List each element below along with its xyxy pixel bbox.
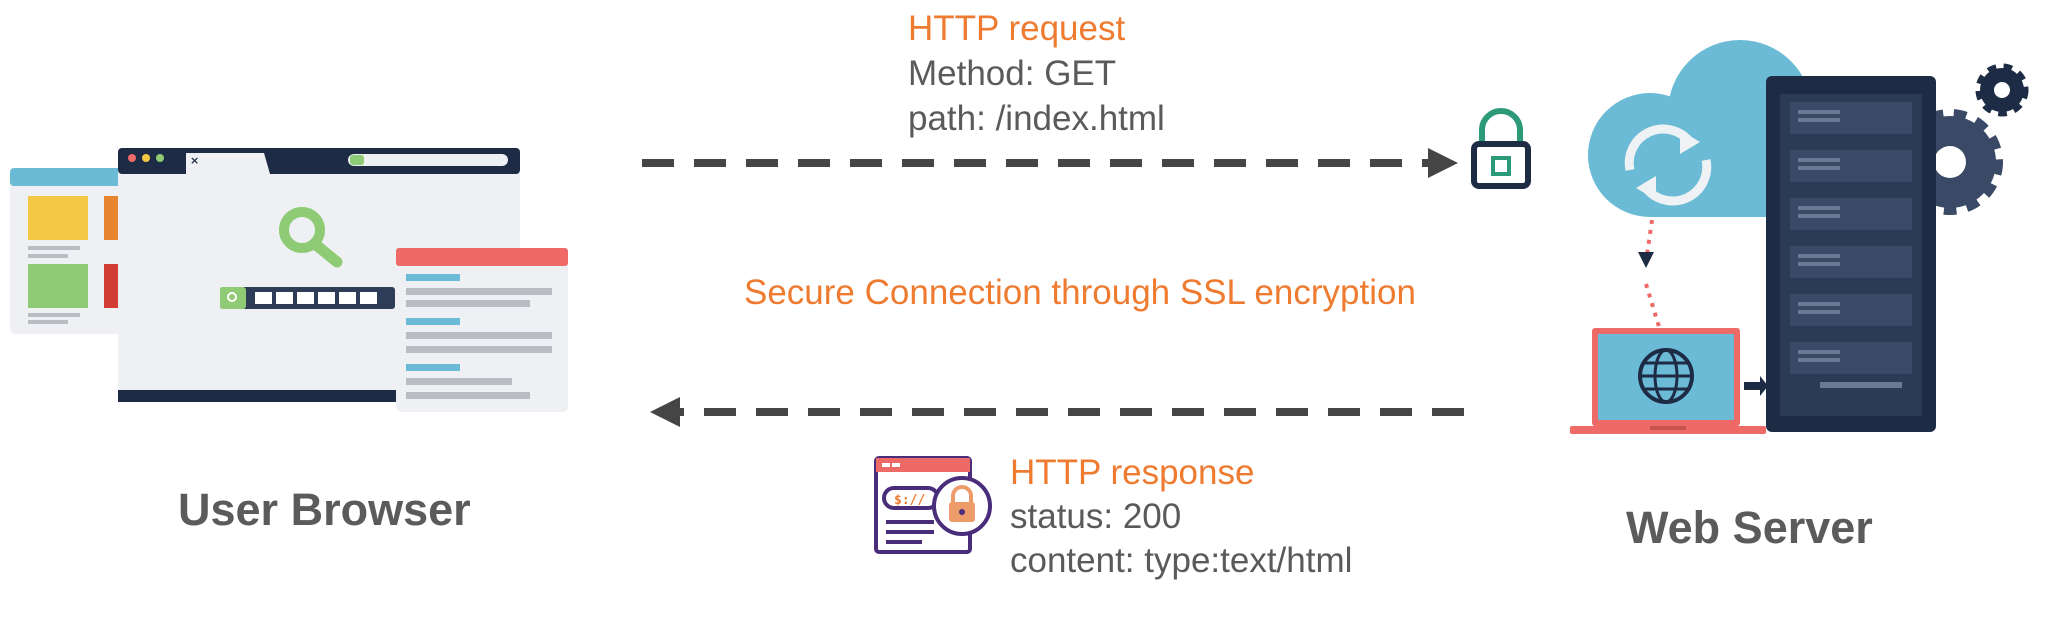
secure-document-icon: $://	[874, 456, 992, 554]
svg-text:$://: $://	[894, 493, 925, 508]
padlock-icon	[1471, 108, 1531, 189]
svg-text:×: ×	[190, 154, 199, 167]
search-magnifier-icon	[279, 207, 343, 268]
front-browser-window	[396, 248, 568, 412]
secure-connection-text: Secure Connection through SSL encryption	[744, 273, 1416, 312]
server-illustration	[1570, 40, 2029, 434]
response-content: content: type:text/html	[1010, 541, 1353, 580]
search-bar-illustration	[220, 287, 395, 309]
response-title: HTTP response	[1010, 453, 1255, 492]
request-path: path: /index.html	[908, 99, 1165, 138]
user-browser-label: User Browser	[178, 484, 471, 535]
server-rack-icon	[1766, 76, 1936, 432]
request-method: Method: GET	[908, 54, 1117, 93]
browser-illustration: ×	[10, 148, 568, 412]
request-title: HTTP request	[908, 9, 1126, 48]
laptop-icon	[1570, 328, 1768, 434]
response-status: status: 200	[1010, 497, 1182, 536]
web-server-label: Web Server	[1626, 502, 1873, 553]
